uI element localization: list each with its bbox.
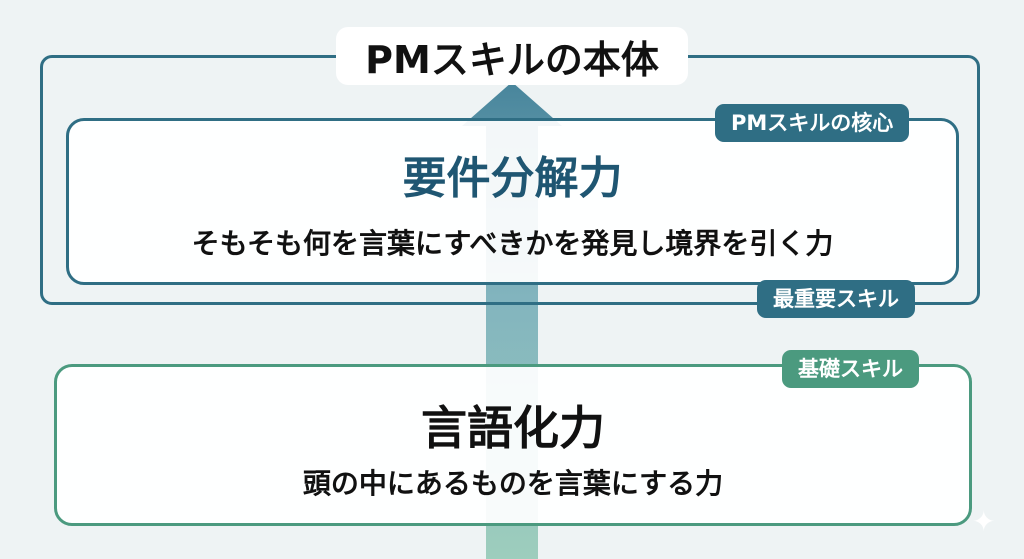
base-skill-description: 頭の中にあるものを言葉にする力 [302,467,724,500]
base-skill-title: 言語化力 [421,401,605,455]
core-skill-description: そもそも何を言葉にすべきかを発見し境界を引く力 [191,227,834,260]
basic-skill-tag: 基礎スキル [782,350,919,388]
sparkle-icon: ✦ [972,505,996,538]
pm-skill-body-title: PMスキルの本体 [336,27,688,85]
core-skill-box [66,118,959,285]
most-important-tag: 最重要スキル [757,280,915,318]
base-skill-box [54,364,972,526]
core-skill-title: 要件分解力 [402,153,623,204]
core-skill-tag: PMスキルの核心 [715,104,910,142]
